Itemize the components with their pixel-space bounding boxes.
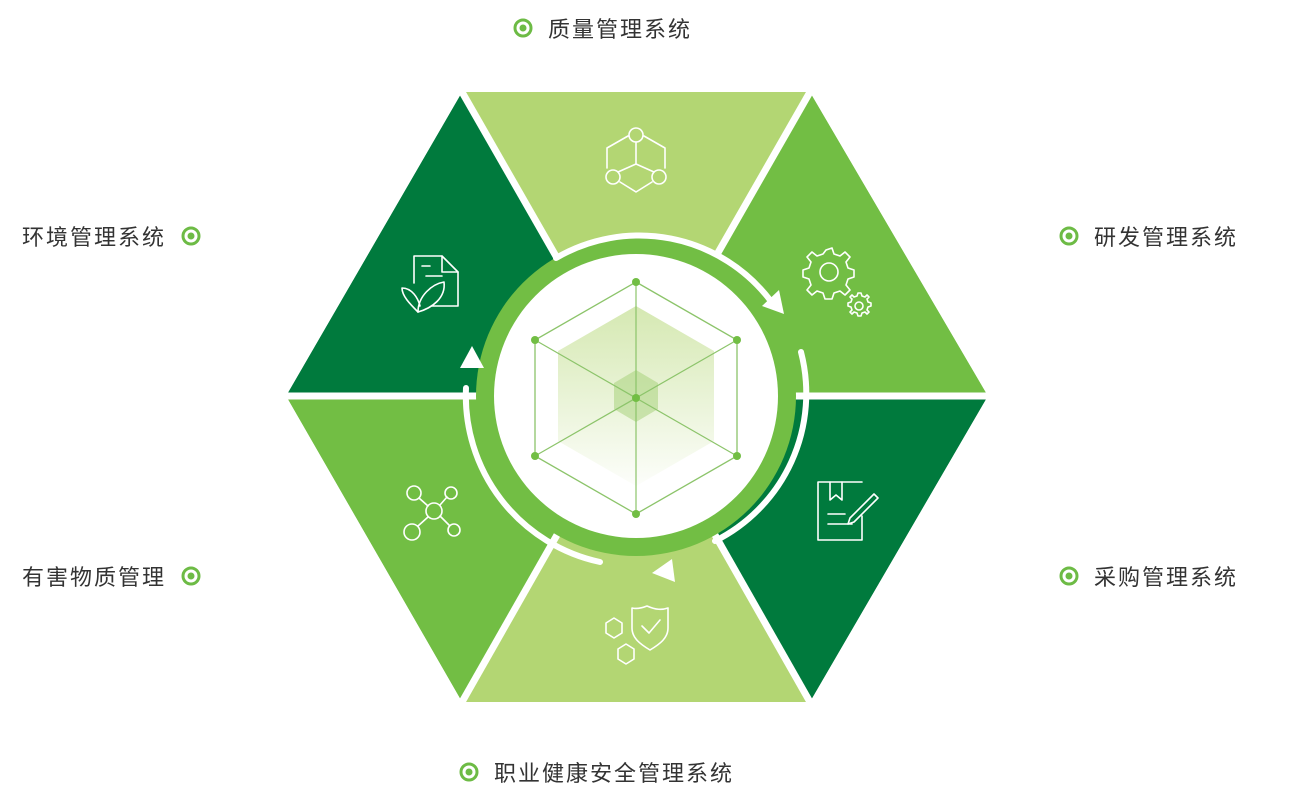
radar-hexagon <box>531 278 741 518</box>
label-environment-management: 环境管理系统 <box>22 220 202 252</box>
label-rnd-management: 研发管理系统 <box>1058 220 1238 252</box>
label-text: 职业健康安全管理系统 <box>494 762 735 787</box>
cycle-arrows <box>462 232 810 565</box>
document-edit-icon <box>817 481 879 541</box>
label-occupational-health-safety: 职业健康安全管理系统 <box>458 756 734 788</box>
target-marker-icon <box>459 762 479 782</box>
arrow-heads <box>460 290 784 582</box>
label-text: 有害物质管理 <box>22 566 167 591</box>
target-marker-icon <box>181 226 201 246</box>
shield-check-hexagons-icon <box>605 605 669 665</box>
document-leaf-icon <box>401 255 459 313</box>
target-marker-icon <box>1059 226 1079 246</box>
target-marker-icon <box>1059 566 1079 586</box>
label-procurement-management: 采购管理系统 <box>1058 560 1238 592</box>
gears-icon <box>802 247 872 317</box>
target-marker-icon <box>181 566 201 586</box>
target-marker-icon <box>513 18 533 38</box>
label-text: 环境管理系统 <box>22 226 167 251</box>
label-text: 研发管理系统 <box>1094 226 1239 251</box>
label-hazardous-substance-management: 有害物质管理 <box>22 560 202 592</box>
label-text: 质量管理系统 <box>548 18 693 43</box>
node-network-icon <box>403 485 461 541</box>
molecule-network-icon <box>605 127 667 193</box>
label-quality-management: 质量管理系统 <box>512 12 692 44</box>
label-text: 采购管理系统 <box>1094 566 1239 591</box>
